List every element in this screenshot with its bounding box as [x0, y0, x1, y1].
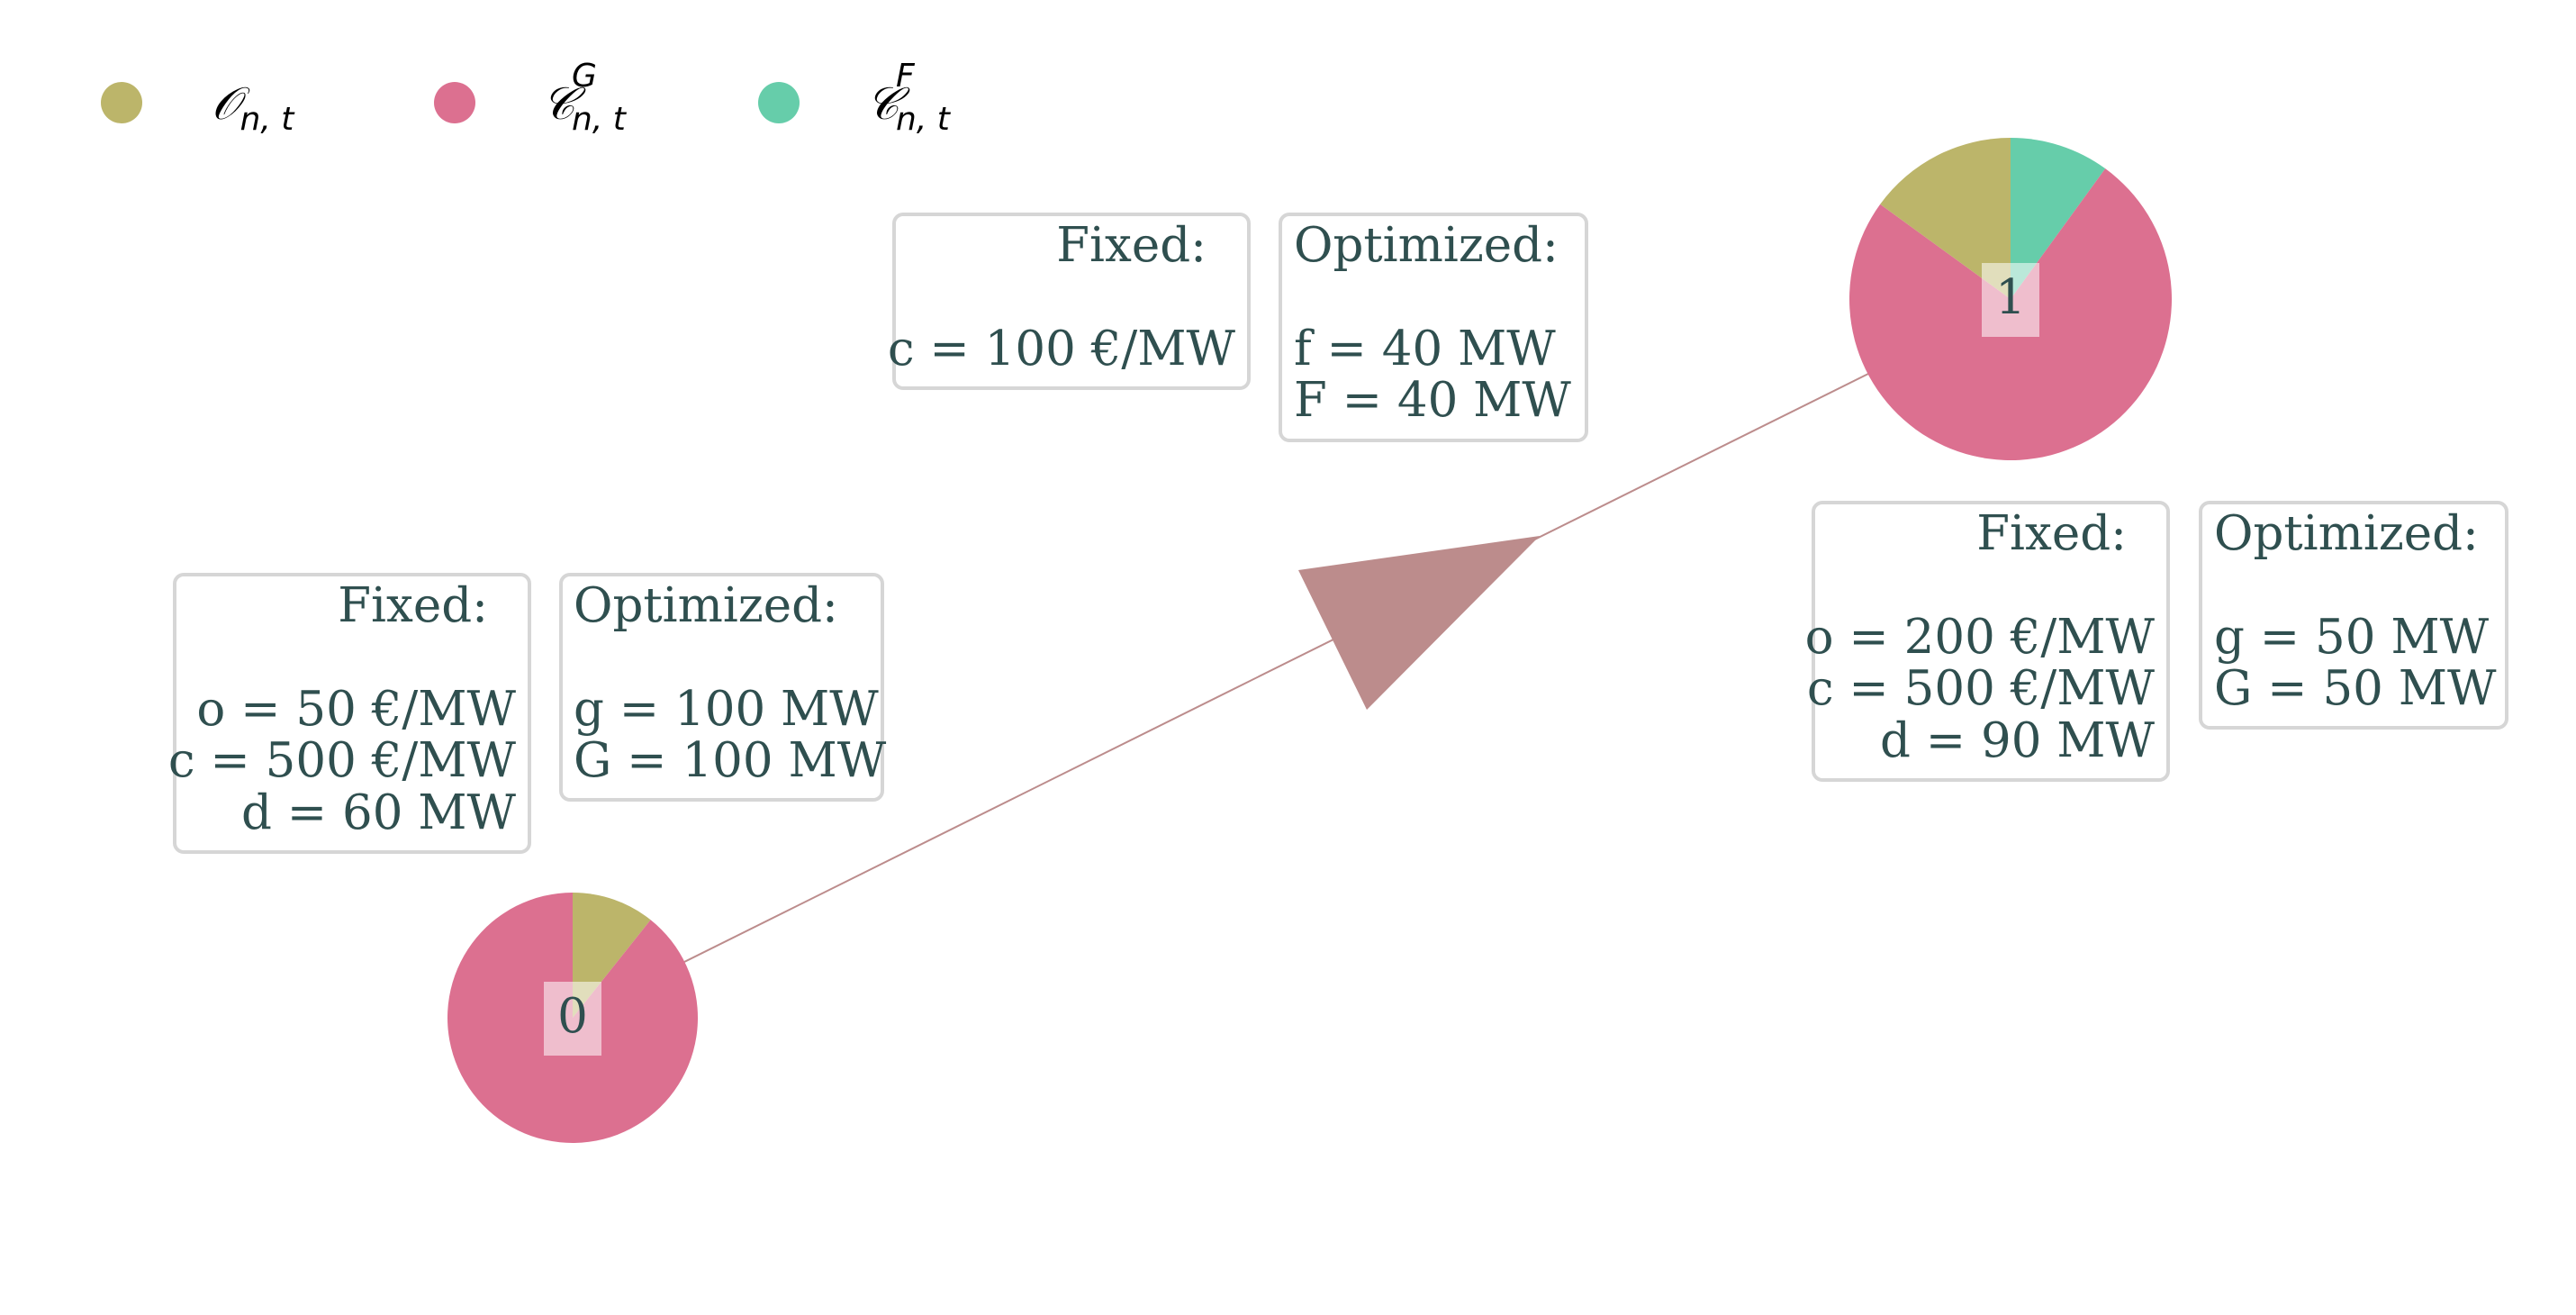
- node-1-optimized-frame: [2199, 501, 2508, 730]
- node-0-fixed-line: d = 60 MW: [241, 785, 517, 840]
- node-0-fixed-box: Fixed: o = 50 €/MW c = 500 €/MW d = 60 M…: [168, 573, 531, 854]
- node-1-optimized-box: Optimized: g = 50 MW G = 50 MW: [2199, 501, 2508, 730]
- node-1-fixed-line: o = 200 €/MW: [1805, 610, 2156, 665]
- legend-marker-operation: [101, 82, 142, 123]
- node-0-optimized-box: Optimized: g = 100 MW G = 100 MW: [559, 573, 887, 802]
- link-optimized-box: Optimized: f = 40 MW F = 40 MW: [1279, 213, 1588, 442]
- node-0-optimized-line: G = 100 MW: [574, 733, 887, 788]
- node-1-optimized-title: Optimized:: [2214, 506, 2479, 561]
- link-optimized-title: Optimized:: [1294, 218, 1559, 273]
- node-0-fixed-line: o = 50 €/MW: [196, 682, 516, 737]
- node-1-optimized-line: g = 50 MW: [2214, 610, 2490, 665]
- node-0-fixed-line: c = 500 €/MW: [168, 733, 517, 788]
- node-1-id-text: 1: [1995, 270, 2026, 325]
- node-1-fixed-line: c = 500 €/MW: [1807, 661, 2156, 716]
- legend-marker-generation-cost: [434, 82, 475, 123]
- node-0-id: 0: [544, 982, 601, 1056]
- node-0-optimized-title: Optimized:: [574, 578, 838, 633]
- link-optimized-line: F = 40 MW: [1294, 373, 1571, 428]
- node-1-id: 1: [1982, 263, 2039, 337]
- node-0-fixed-frame: [173, 573, 531, 854]
- node-1-id-background: [1982, 263, 2039, 337]
- link-fixed-line: c = 100 €/MW: [888, 322, 1236, 376]
- node-1-fixed-line: d = 90 MW: [1880, 713, 2156, 768]
- node-0-id-text: 0: [557, 989, 588, 1044]
- legend-label-operation: 𝒪n, t: [212, 77, 295, 138]
- link-optimized-line: f = 40 MW: [1294, 322, 1556, 376]
- link-fixed-frame: [892, 213, 1251, 390]
- link-line: [683, 372, 1871, 963]
- pie-slice-flow-cost: [2011, 138, 2106, 299]
- node-1-fixed-title: Fixed:: [1976, 506, 2127, 561]
- node-1-fixed-box: Fixed: o = 200 €/MW c = 500 €/MW d = 90 …: [1805, 501, 2170, 782]
- node-1-optimized-line: G = 50 MW: [2214, 661, 2497, 716]
- link-direction-arrow: [1298, 536, 1540, 710]
- pie-slice-operation: [1880, 138, 2011, 299]
- link-fixed-box: Fixed: c = 100 €/MW: [888, 213, 1251, 390]
- legend-marker-flow-cost: [758, 82, 800, 123]
- link-0-1: [683, 372, 1871, 963]
- link-fixed-title: Fixed:: [1056, 218, 1207, 273]
- node-0-optimized-frame: [559, 573, 884, 802]
- node-1-fixed-frame: [1812, 501, 2170, 782]
- node-0-optimized-line: g = 100 MW: [574, 682, 879, 737]
- link-optimized-frame: [1279, 213, 1588, 442]
- node-0-id-background: [544, 982, 601, 1056]
- node-0-fixed-title: Fixed:: [338, 578, 488, 633]
